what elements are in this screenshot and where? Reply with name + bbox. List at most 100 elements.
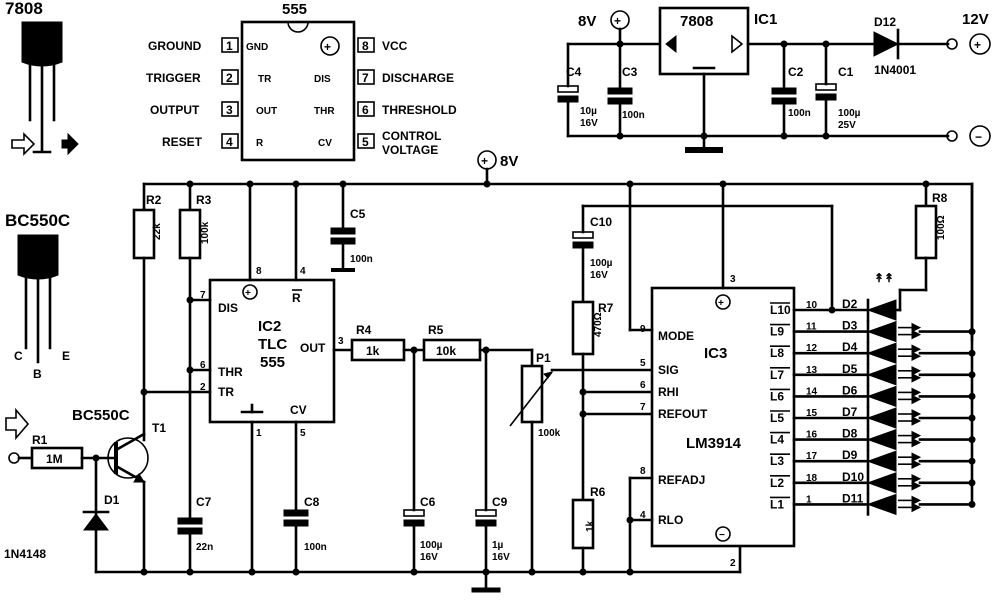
pin1-name: GROUND xyxy=(148,39,202,53)
led-icon xyxy=(866,385,897,408)
c4-volt: 16V xyxy=(580,118,598,129)
v8-label-main: 8V xyxy=(500,153,518,170)
pin6-num: 6 xyxy=(362,103,369,117)
pin4-name: RESET xyxy=(162,135,203,149)
ic3-output-label: L8 xyxy=(770,346,784,360)
ic3-output-pin: 12 xyxy=(806,343,818,354)
ic3-sig: SIG xyxy=(658,363,679,377)
ic2-pin4: 4 xyxy=(300,266,306,277)
led-ref: D5 xyxy=(842,362,858,376)
ic3-output-label: L6 xyxy=(770,389,784,403)
led-icon xyxy=(866,299,897,321)
ic3-output-label: L10 xyxy=(770,303,791,317)
ic3-ref: IC3 xyxy=(704,345,727,362)
ic2-part2: 555 xyxy=(260,354,285,371)
pin-c-label: C xyxy=(14,349,23,363)
r8-ref: R8 xyxy=(932,191,948,205)
d12-part: 1N4001 xyxy=(874,63,916,77)
ic3-pin2: 2 xyxy=(730,558,736,569)
p1-ref: P1 xyxy=(536,351,551,365)
ic3-rlo: RLO xyxy=(658,513,683,527)
svg-text:+: + xyxy=(974,38,981,52)
ic3-part: LM3914 xyxy=(686,435,742,452)
ic3-refadj: REFADJ xyxy=(658,473,705,487)
pin1-num: 1 xyxy=(226,39,233,53)
d1-ref: D1 xyxy=(104,493,120,507)
ic2-reset: R xyxy=(292,291,301,305)
ic3-output-label: L9 xyxy=(770,325,784,339)
ic3-output-pin: 15 xyxy=(806,408,818,419)
pin3-num: 3 xyxy=(226,103,233,117)
c10-val: 100µ xyxy=(590,258,613,269)
r4-val: 1k xyxy=(366,344,380,358)
c9-ref: C9 xyxy=(492,495,508,509)
c6-val: 100µ xyxy=(420,540,443,551)
pin7-abbr: DIS xyxy=(314,74,331,85)
t1-ref: T1 xyxy=(152,421,166,435)
ic2-part1: TLC xyxy=(258,336,287,353)
pin2-name: TRIGGER xyxy=(146,71,201,85)
ic3-pin5: 5 xyxy=(640,358,646,369)
r8-val: 100Ω xyxy=(936,215,947,240)
led-ref: D3 xyxy=(842,319,858,333)
ic3-output-pin: 17 xyxy=(806,451,818,462)
ic3-output-pin: 1 xyxy=(806,494,812,505)
ic3-pin3: 3 xyxy=(730,274,736,285)
led-ref: D8 xyxy=(842,427,858,441)
p1-val: 100k xyxy=(538,428,561,439)
r2-val: 22k xyxy=(152,223,163,240)
pin2-abbr: TR xyxy=(258,74,272,85)
ic2-pin3: 3 xyxy=(338,336,344,347)
power-supply: 8V + 7808 IC1 D12 1N4001 + 12V C4 10µ 16… xyxy=(557,6,991,153)
led-icon xyxy=(866,320,897,343)
ic3-output-pin: 18 xyxy=(806,473,818,484)
c3-ref: C3 xyxy=(622,65,638,79)
r5-ref: R5 xyxy=(428,323,444,337)
c9-val: 1µ xyxy=(492,540,504,551)
r5-val: 10k xyxy=(436,344,456,358)
pin5-num: 5 xyxy=(362,135,369,149)
main-circuit: + 8V 22k R2 100k R3 IC2 TLC 555 DIS THR … xyxy=(4,150,974,593)
c1-volt: 25V xyxy=(838,120,856,131)
c6-volt: 16V xyxy=(420,552,438,563)
led-ref: D7 xyxy=(842,405,858,419)
c2-val: 100n xyxy=(788,108,811,119)
package-bc550c-label: BC550C xyxy=(5,211,70,230)
ic3-rhi: RHI xyxy=(658,385,679,399)
ic2-pin5: 5 xyxy=(300,428,306,439)
ic2-cv: CV xyxy=(290,403,307,417)
svg-text:+: + xyxy=(481,154,488,168)
led-ref: D9 xyxy=(842,448,858,462)
r6-val: 1k xyxy=(585,520,596,532)
pin6-name: THRESHOLD xyxy=(382,103,457,117)
package-bc550c-icon: BC550C C B E xyxy=(5,211,70,381)
svg-text:+: + xyxy=(245,288,251,299)
led-ref: D10 xyxy=(842,470,864,484)
pin7-name: DISCHARGE xyxy=(382,71,454,85)
ic3-pin7: 7 xyxy=(640,402,646,413)
r2-ref: R2 xyxy=(146,193,162,207)
c2-ref: C2 xyxy=(788,65,804,79)
svg-text:+: + xyxy=(718,298,724,309)
led-icon xyxy=(866,428,897,451)
led-icon xyxy=(866,407,897,429)
pin4-abbr: R xyxy=(256,138,264,149)
svg-text:+: + xyxy=(614,14,621,28)
light-arrows: ↟↟ xyxy=(874,271,894,285)
led-icon xyxy=(866,493,897,516)
ic3-output-pin: 14 xyxy=(806,386,818,397)
led-icon xyxy=(866,364,897,386)
r7-ref: R7 xyxy=(598,301,614,315)
led-ref: D2 xyxy=(842,297,858,311)
c8-val: 100n xyxy=(304,542,327,553)
ic3-refout: REFOUT xyxy=(658,407,708,421)
c1-ref: C1 xyxy=(838,65,854,79)
